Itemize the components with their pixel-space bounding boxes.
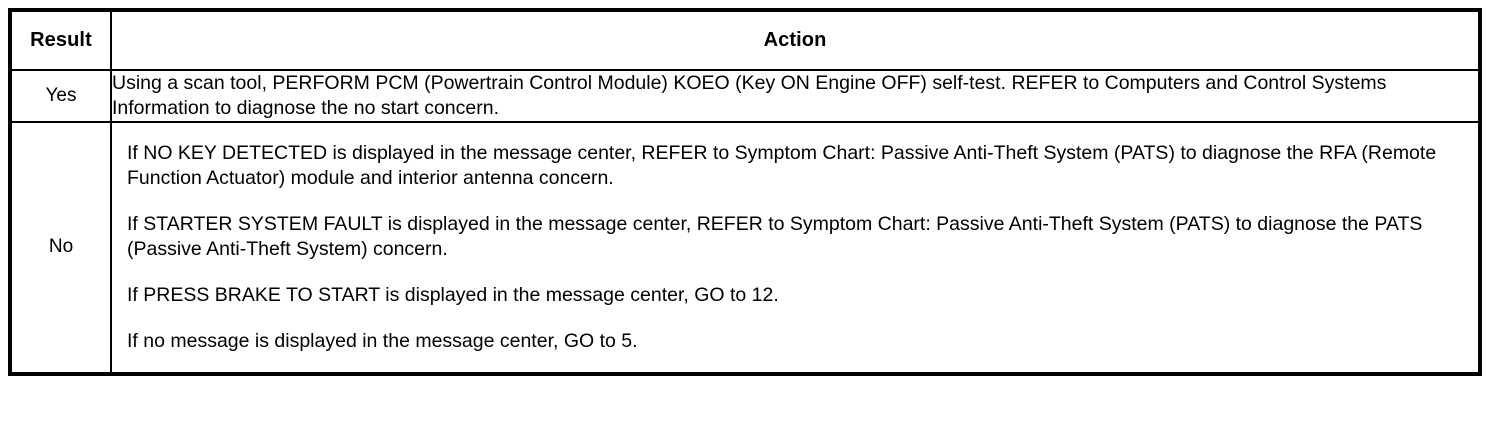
result-cell-no: No <box>9 120 112 375</box>
table-body: Yes Using a scan tool, PERFORM PCM (Powe… <box>9 69 1481 375</box>
table-header-row: Result Action <box>9 9 1481 71</box>
action-paragraph: If PRESS BRAKE TO START is displayed in … <box>127 283 779 306</box>
table-row: Yes Using a scan tool, PERFORM PCM (Powe… <box>9 69 1481 123</box>
table-header: Result Action <box>9 9 1481 71</box>
column-header-action: Action <box>110 9 1481 71</box>
action-cell-no: If NO KEY DETECTED is displayed in the m… <box>110 120 1481 375</box>
action-cell-yes: Using a scan tool, PERFORM PCM (Powertra… <box>110 69 1481 123</box>
action-paragraph: Using a scan tool, PERFORM PCM (Powertra… <box>112 72 1387 119</box>
action-paragraph: If NO KEY DETECTED is displayed in the m… <box>127 141 1437 189</box>
action-paragraph: If STARTER SYSTEM FAULT is displayed in … <box>127 212 1423 260</box>
result-cell-yes: Yes <box>9 69 112 123</box>
table-row: No If NO KEY DETECTED is displayed in th… <box>9 120 1481 375</box>
column-header-result: Result <box>9 9 112 71</box>
diagnostic-result-action-table: Result Action Yes Using a scan tool, PER… <box>8 8 1482 376</box>
action-paragraph: If no message is displayed in the messag… <box>127 329 638 352</box>
